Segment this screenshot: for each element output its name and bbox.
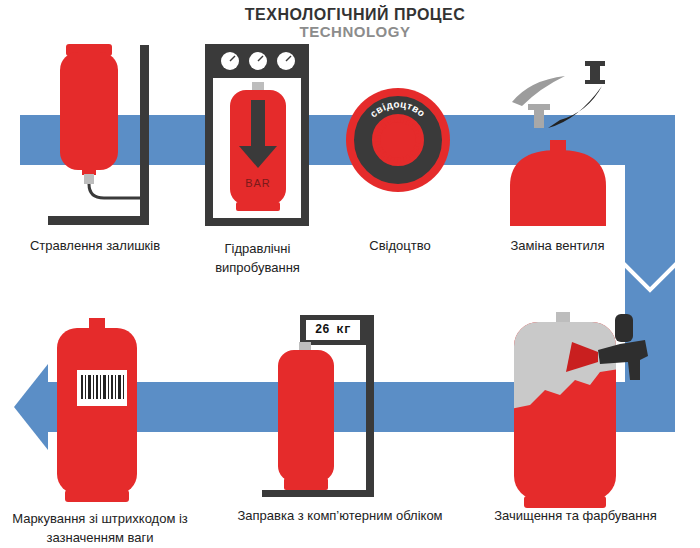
test-frame xyxy=(205,44,309,226)
paint-spray xyxy=(566,342,598,372)
cylinder-valve xyxy=(84,174,94,184)
process-step: Стравлення залишків xyxy=(20,40,170,255)
pressure-arrow xyxy=(251,100,265,148)
pressure-unit: BAR xyxy=(245,177,271,189)
paint-cup xyxy=(615,314,633,342)
barcode-bar xyxy=(100,375,101,399)
barcode-bar xyxy=(93,375,94,399)
barcode-bar xyxy=(103,375,106,399)
flow-band xyxy=(170,140,195,141)
scale-reading: 26 кг xyxy=(315,323,351,337)
pressure-gauge xyxy=(277,52,295,70)
flow-band-segment xyxy=(225,382,455,432)
gas-cylinder xyxy=(230,90,286,205)
barcode-bar xyxy=(96,375,98,399)
process-step: Заміна вентиля xyxy=(495,60,620,255)
diagram-title: ТЕХНОЛОГІЧНИЙ ПРОЦЕС xyxy=(245,6,465,24)
flow-band xyxy=(170,115,195,165)
cylinder-valve xyxy=(252,82,264,91)
flow-arrow-head xyxy=(14,364,48,450)
gas-cylinder xyxy=(278,350,334,482)
certificate-text: свідоцтво xyxy=(368,98,428,119)
process-step: Свідоцтво xyxy=(340,80,460,255)
cylinder-neck xyxy=(550,140,566,152)
process-step: Зачищення та фарбування xyxy=(485,305,680,525)
barcode-bar xyxy=(85,375,86,399)
barcode-bar xyxy=(118,375,121,399)
stripped-area xyxy=(514,322,616,410)
seal-teeth xyxy=(378,120,418,160)
flow-band xyxy=(460,140,495,141)
gas-cylinder xyxy=(57,328,137,494)
flow-band xyxy=(320,140,340,141)
certificate-seal xyxy=(346,88,450,192)
spray-gun xyxy=(598,340,648,380)
gauge-needle xyxy=(230,56,235,61)
process-step: Заправка з комп’ютерним обліком xyxy=(225,310,455,525)
flow-band xyxy=(320,115,340,165)
flow-band xyxy=(460,115,495,165)
flow-band xyxy=(455,382,485,432)
flow-band xyxy=(620,140,650,305)
process-step: Маркування зі штрихкодом із зазначенням … xyxy=(10,310,190,547)
gas-cylinder xyxy=(60,52,118,170)
cylinder-foot xyxy=(524,496,606,508)
cylinder-foot xyxy=(284,478,328,490)
stand-base xyxy=(48,216,149,225)
new-valve xyxy=(585,61,605,66)
step-caption: Заміна вентиля xyxy=(511,236,605,255)
cylinder-valve xyxy=(556,312,570,323)
cylinder-foot xyxy=(236,202,280,211)
old-valve xyxy=(528,104,550,110)
certificate-text: свідоцтво xyxy=(368,98,428,119)
step-caption: Стравлення залишків xyxy=(30,236,160,255)
test-frame-inner xyxy=(213,78,301,218)
step-caption: Заправка з комп’ютерним обліком xyxy=(237,506,442,525)
barcode-bar xyxy=(111,375,113,399)
flow-band xyxy=(190,382,225,432)
flow-band xyxy=(190,407,225,408)
barcode-label xyxy=(77,370,127,406)
scale-display xyxy=(300,315,374,345)
old-valve xyxy=(534,110,544,128)
motion-swoosh xyxy=(512,76,565,106)
flow-band xyxy=(620,140,678,305)
subtitle: TECHNOLOGY xyxy=(300,23,411,40)
pressure-gauge xyxy=(249,52,267,70)
stand-post xyxy=(140,45,149,225)
new-valve xyxy=(585,80,605,84)
barcode-bars xyxy=(81,375,124,399)
pressure-gauge xyxy=(221,52,239,70)
cylinder-dome xyxy=(510,150,606,226)
step-caption: Свідоцтво xyxy=(369,236,430,255)
gauge-needle xyxy=(286,56,291,61)
barcode-bar xyxy=(88,375,91,399)
barcode-bar xyxy=(81,375,83,399)
pressure-arrow xyxy=(239,146,277,168)
process-step: Гідравлічні випробування xyxy=(195,40,320,277)
scale-base xyxy=(262,490,374,497)
cylinder-foot xyxy=(65,490,129,502)
step-caption: Маркування зі штрихкодом із зазначенням … xyxy=(10,509,190,547)
step-caption: Зачищення та фарбування xyxy=(494,506,656,525)
flow-band xyxy=(455,407,485,408)
barcode-bar xyxy=(108,375,109,399)
cylinder-neck xyxy=(82,166,96,175)
flow-arrow-chevron xyxy=(622,262,678,290)
scale-window xyxy=(306,320,360,340)
motion-swoosh xyxy=(548,86,602,128)
new-valve xyxy=(590,66,600,81)
gauge-needle xyxy=(258,56,263,61)
step-caption: Гідравлічні випробування xyxy=(195,239,320,277)
vent-hose xyxy=(89,184,140,198)
barcode-bar xyxy=(123,375,124,399)
barcode-bar xyxy=(115,375,116,399)
